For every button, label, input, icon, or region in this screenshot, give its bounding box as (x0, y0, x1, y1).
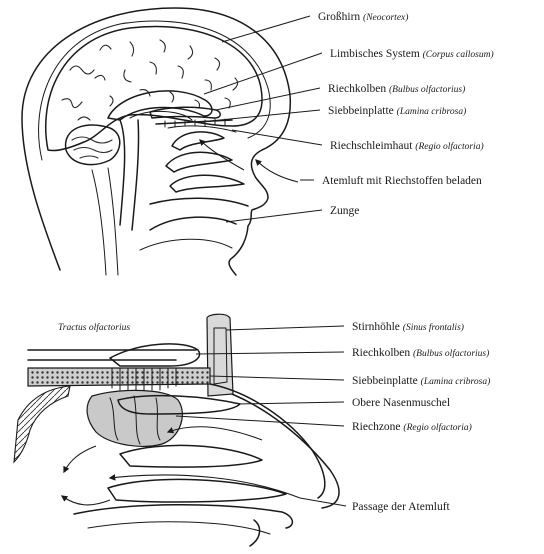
label-riechkolben-top: Riechkolben (Bulbus olfactorius) (328, 83, 465, 95)
label-zunge: Zunge (330, 205, 359, 217)
airflow-arrow-1 (256, 160, 298, 182)
palate-bottom (74, 505, 292, 528)
olfactory-mucosa-top (168, 126, 236, 132)
tongue (150, 217, 236, 230)
label-riechkolben-bottom: Riechkolben (Bulbus olfactorius) (352, 347, 489, 359)
label-siebbeinplatte-bottom: Siebbeinplatte (Lamina cribrosa) (352, 375, 490, 387)
head-sagittal-diagram: Großhirn (Neocortex) Limbisches System (… (22, 8, 494, 275)
brain-stem (120, 120, 139, 230)
leader-line-riechkolben (216, 88, 320, 110)
label-stirnhoehle: Stirnhöhle (Sinus frontalis) (352, 321, 464, 333)
cribriform-plate-top (156, 120, 232, 124)
airflow-arrow-nasal-3 (62, 496, 110, 505)
hard-palate (150, 198, 248, 206)
olfactory-bulb-bottom (110, 344, 200, 366)
airflow-arrow-nasal-1 (110, 475, 300, 498)
cerebellum (66, 125, 120, 165)
label-grosshirn: Großhirn (Neocortex) (318, 11, 408, 23)
leader-line-zunge (226, 210, 322, 222)
label-tractus-olfactorius: Tractus olfactorius (58, 322, 130, 333)
label-limbisches-system: Limbisches System (Corpus callosum) (330, 48, 494, 60)
spine (92, 168, 118, 275)
head-outline (22, 8, 290, 275)
inferior-concha (108, 479, 286, 502)
leader-line-riechzone (176, 416, 344, 426)
leader-line-riechschleimhaut (232, 130, 322, 145)
cerebrum-outline (46, 27, 262, 151)
label-siebbeinplatte-top: Siebbeinplatte (Lamina cribrosa) (328, 105, 466, 117)
cribriform-plate-bottom (28, 368, 210, 386)
leader-line-limbisches-system (204, 53, 322, 94)
middle-concha (120, 445, 262, 467)
label-riechschleimhaut: Riechschleimhaut (Regio olfactoria) (330, 140, 484, 152)
airflow-arrow-nasal-2 (168, 427, 262, 440)
lip (250, 520, 260, 546)
posterior-wall (14, 386, 70, 462)
leader-line-obere-nasenmuschel (238, 402, 344, 404)
label-atemluft: Atemluft mit Riechstoffen beladen (322, 175, 482, 187)
cerebellum-folia (72, 137, 112, 158)
nasal-cavity-diagram: Tractus olfactorius (14, 314, 490, 546)
label-riechzone: Riechzone (Regio olfactoria) (352, 421, 472, 433)
label-obere-nasenmuschel: Obere Nasenmuschel (352, 397, 450, 409)
leader-line-stirnhoehle (226, 326, 344, 330)
leader-line-passage (300, 498, 346, 506)
oral-roof (88, 522, 270, 534)
label-passage-der-atemluft: Passage der Atemluft (352, 501, 451, 513)
jaw (140, 239, 232, 250)
olfactory-tract (28, 350, 196, 360)
airflow-arrow-nasal-4 (64, 446, 96, 472)
nasal-conchae (166, 132, 244, 192)
